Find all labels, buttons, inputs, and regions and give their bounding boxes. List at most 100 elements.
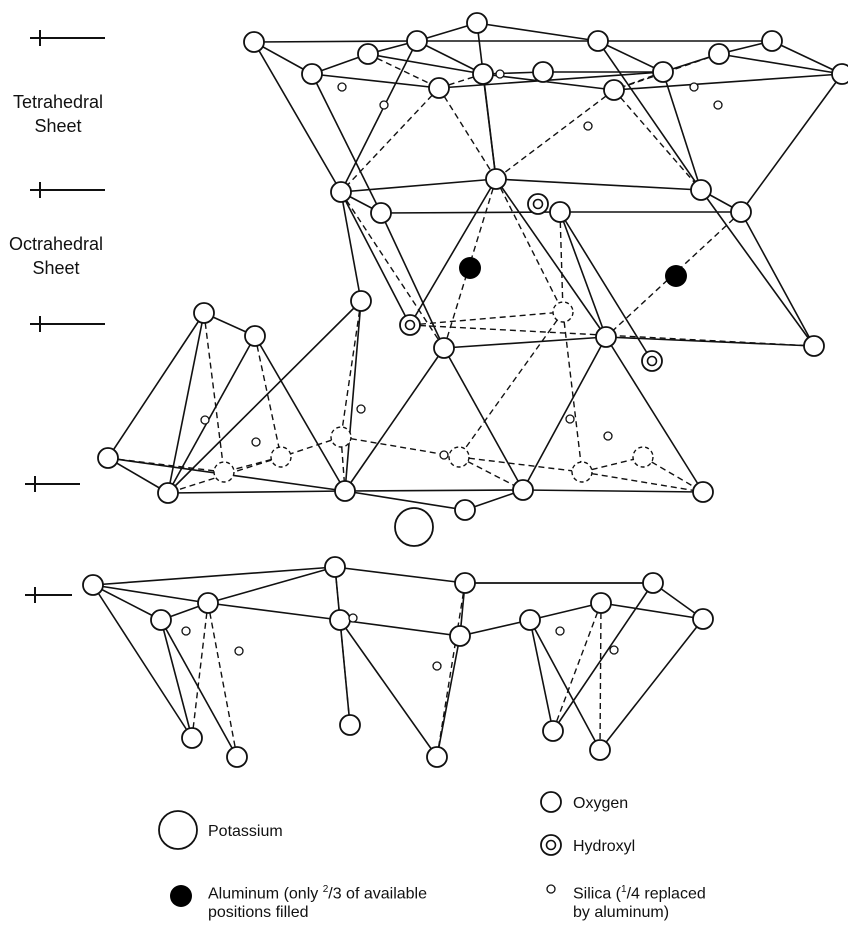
bond-j4-k5 <box>530 620 553 731</box>
oxygen-atom-k2 <box>227 747 247 767</box>
silica-atom-14 <box>556 627 564 635</box>
silica-atom-15 <box>610 646 618 654</box>
silica-atom-5 <box>357 405 365 413</box>
hidden-oxygen-atom-p1 <box>553 302 573 322</box>
hydroxyl-atom-oh2 <box>400 315 420 335</box>
tetrahedral-label-line2: Sheet <box>8 114 108 138</box>
oxygen-atom-b1 <box>302 64 322 84</box>
bond-d2-d3 <box>496 179 701 190</box>
oxygen-atom-b4 <box>533 62 553 82</box>
bond-h3-h6 <box>345 491 465 510</box>
bond-f1-h2 <box>168 301 361 493</box>
legend-aluminum-label: Aluminum (only 2/3 of available position… <box>208 880 427 922</box>
bond-b3-d2 <box>483 74 496 179</box>
tetrahedral-label-line1: Tetrahedral <box>8 90 108 114</box>
hidden-oxygen-atom-p4 <box>214 462 234 482</box>
oxygen-atom-g2 <box>245 326 265 346</box>
oxygen-atom-i5 <box>643 573 663 593</box>
hidden-oxygen-atom-p6 <box>572 462 592 482</box>
oxygen-atom-e3 <box>731 202 751 222</box>
bond-j2-k4 <box>340 620 437 757</box>
bond-j2-j3 <box>340 620 460 636</box>
octahedral-label-line2: Sheet <box>0 256 112 280</box>
bond-h2-h3 <box>168 491 345 493</box>
bond-c2-b7 <box>614 74 842 90</box>
oxygen-atom-e1 <box>371 203 391 223</box>
dashed-bond-c1-d2 <box>439 88 496 179</box>
bond-f2-f3 <box>444 337 606 348</box>
bond-j4-k6 <box>530 620 600 750</box>
oxygen-atom-h3 <box>335 481 355 501</box>
oxygen-atom-i2 <box>198 593 218 613</box>
silica-atom-1 <box>380 101 388 109</box>
oxygen-atom-k6 <box>590 740 610 760</box>
bond-b1-c1 <box>312 74 439 88</box>
hidden-oxygen-atom-p7 <box>633 447 653 467</box>
oxygen-atom-a2 <box>407 31 427 51</box>
dashed-bond-p5-p6 <box>459 457 582 472</box>
legend-silica-label: Silica (1/4 replaced by aluminum) <box>573 880 706 922</box>
dashed-bond-c2-d3 <box>614 90 701 190</box>
oxygen-atom-a5 <box>762 31 782 51</box>
oxygen-atom-f2 <box>434 338 454 358</box>
silica-atom-11 <box>182 627 190 635</box>
silica-atom-0 <box>338 83 346 91</box>
oxygen-atom-k4 <box>427 747 447 767</box>
aluminum-atom-0 <box>459 257 481 279</box>
legend-hydroxyl-symbol <box>541 835 561 855</box>
dashed-bond-e2-p1 <box>560 212 563 312</box>
bond-d1-f1 <box>341 192 361 301</box>
octahedral-sheet-label: Octrahedral Sheet <box>0 232 112 280</box>
legend-hydroxyl-label: Hydroxyl <box>573 837 635 856</box>
bond-j4-j5 <box>530 603 601 620</box>
silica-atom-8 <box>604 432 612 440</box>
oxygen-atom-j1 <box>151 610 171 630</box>
bond-a3-a4 <box>477 23 598 41</box>
hydroxyl-atom-oh1 <box>528 194 548 214</box>
octahedral-label-line1: Octrahedral <box>0 232 112 256</box>
silica-atom-3 <box>690 83 698 91</box>
silica-atom-9 <box>566 415 574 423</box>
silica-atom-6 <box>252 438 260 446</box>
dashed-bond-c2-d2 <box>496 90 614 179</box>
oxygen-atom-c2 <box>604 80 624 100</box>
dashed-bond-p6-h5 <box>582 472 703 492</box>
bond-a4-d3 <box>598 41 701 190</box>
dashed-bond-j5-k5 <box>553 603 601 731</box>
bond-h4-h5 <box>523 490 703 492</box>
oxygen-atom-j6 <box>693 609 713 629</box>
oxygen-atom-i3 <box>325 557 345 577</box>
potassium-atom <box>395 508 433 546</box>
hidden-oxygen-atom-p3 <box>271 447 291 467</box>
oxygen-atom-e2 <box>550 202 570 222</box>
silica-atom-4 <box>714 101 722 109</box>
oxygen-atom-d3 <box>691 180 711 200</box>
legend-potassium-label: Potassium <box>208 822 283 841</box>
oxygen-atom-g1 <box>194 303 214 323</box>
oxygen-atom-b2 <box>358 44 378 64</box>
bond-f3-h4 <box>523 337 606 490</box>
oxygen-atom-b5 <box>653 62 673 82</box>
oxygen-atom-h5 <box>693 482 713 502</box>
oxygen-atom-j5 <box>591 593 611 613</box>
bond-i1-i3 <box>93 567 335 585</box>
dashed-bond-i2-k2 <box>208 603 237 757</box>
dashed-bond-d1-f2 <box>341 192 444 348</box>
dashed-bond-oh2-p1 <box>410 312 563 325</box>
dashed-bond-c1-d1 <box>341 88 439 192</box>
oxygen-atom-b7 <box>832 64 848 84</box>
silica-atom-7 <box>201 416 209 424</box>
oxygen-atom-h4 <box>513 480 533 500</box>
bond-a1-a2 <box>254 41 417 42</box>
oxygen-atom-i1 <box>83 575 103 595</box>
dashed-bond-j5-k6 <box>600 603 601 750</box>
oxygen-atom-j2 <box>330 610 350 630</box>
silica-atom-16 <box>349 614 357 622</box>
oxygen-atom-a3 <box>467 13 487 33</box>
bond-b7-e3 <box>741 74 842 212</box>
dashed-bond-i2-k1 <box>192 603 208 738</box>
bond-j3-k4 <box>437 636 460 757</box>
bond-i1-k1 <box>93 585 192 738</box>
hidden-oxygen-atom-p2 <box>331 427 351 447</box>
atoms <box>83 13 848 767</box>
